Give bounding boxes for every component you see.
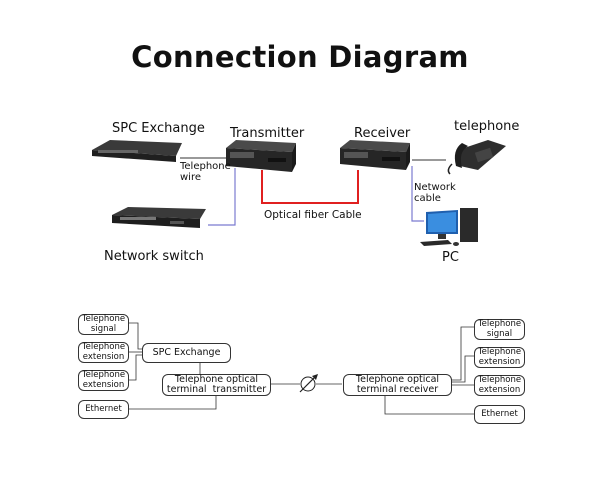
right-ethernet-box: Ethernet [474,405,525,424]
connector-extension2-spc [128,354,142,381]
optical-fiber-line [261,170,359,204]
network-switch-label: Network switch [104,249,204,264]
connector-receiver-extension1 [451,355,474,383]
network-cable-line-left [208,168,236,226]
pc-device-icon [420,208,478,246]
telephone-device-icon [447,140,506,175]
page-title: Connection Diagram [131,40,469,74]
connector-ethernet-transmitter [128,394,217,410]
network-cable-line-right [411,166,424,222]
optical-attenuator-icon [299,374,318,393]
telephone-wire-label: Telephone wire [180,161,231,183]
receiver-device-icon [340,140,410,170]
spc-exchange-device-icon [92,140,182,162]
spc-exchange-label: SPC Exchange [112,121,205,136]
optical-fiber-cable-label: Optical fiber Cable [264,209,362,221]
pc-label: PC [442,250,459,265]
connector-signal-spc [128,322,142,350]
connector-receiver-signal [451,326,474,381]
left-ethernet-box: Ethernet [78,400,129,419]
receiver-label: Receiver [354,126,411,141]
network-cable-label: Network cable [414,182,456,204]
network-switch-device-icon [112,207,206,228]
spc-exchange-box: SPC Exchange [142,343,231,363]
transmitter-device-icon [226,140,296,172]
transmitter-label: Transmitter [230,126,305,141]
connector-receiver-ethernet [384,394,474,415]
telephone-label: telephone [454,119,520,134]
